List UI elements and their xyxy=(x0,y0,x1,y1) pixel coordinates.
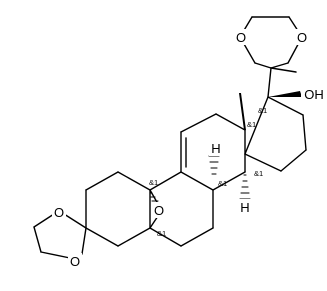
atom-label-h-c8: H xyxy=(211,141,220,156)
stereo-label-c17: &1 xyxy=(258,106,267,115)
stereo-labels: &1 &1 &1 &1 &1 &1 xyxy=(149,106,267,238)
stereo-label-c8: &1 xyxy=(218,179,227,188)
atom-label-oh: OH xyxy=(304,87,324,102)
bond-lines xyxy=(33,16,307,259)
oh-wedge-bond xyxy=(268,91,302,97)
atom-label-o-dioxolane-bottom-2: O xyxy=(70,254,80,269)
h-c14-hashed-bond xyxy=(239,174,251,200)
stereo-label-c13: &1 xyxy=(247,120,256,129)
atom-label-o-dioxolane-top-1: O xyxy=(236,30,246,45)
methyl-wedge-bond xyxy=(239,93,246,130)
atom-label-o-dioxolane-bottom-1: O xyxy=(54,205,64,220)
atom-label-o-dioxolane-top-2: O xyxy=(297,30,307,45)
stereo-label-c9: &1 xyxy=(149,178,158,187)
h-c8-hashed-bond xyxy=(208,155,220,175)
atom-label-o-epoxide: O xyxy=(154,203,164,218)
epoxide-hashed-bond xyxy=(149,192,159,202)
stereo-label-c5: &1 xyxy=(157,229,166,238)
stereo-label-c14: &1 xyxy=(254,169,263,178)
atom-labels: O O OH H H O O O xyxy=(52,29,325,269)
atom-label-h-c14: H xyxy=(240,200,249,215)
